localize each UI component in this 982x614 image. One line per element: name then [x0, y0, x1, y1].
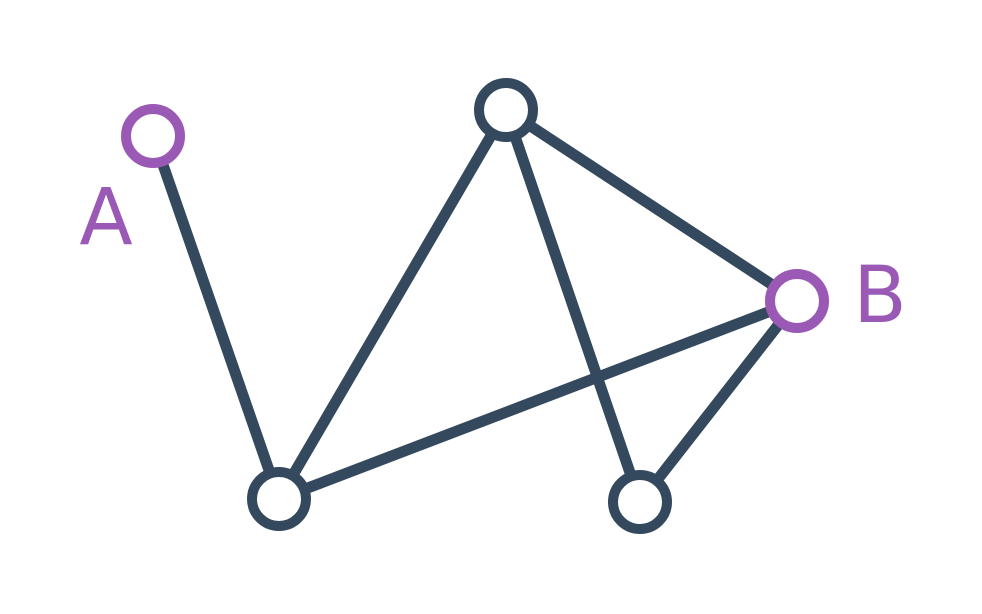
node-bottom-right [608, 470, 672, 534]
edge-B-bottom-right [634, 295, 803, 508]
edge-bottom-left-top [273, 104, 512, 505]
edge-top-B [500, 104, 803, 307]
edge-A-bottom-left [147, 130, 285, 505]
node-bottom-left [247, 467, 311, 531]
node-label-b: B [853, 251, 907, 341]
node-label-a: A [79, 173, 132, 263]
labels-layer: AB [79, 173, 906, 341]
nodes-layer [121, 78, 829, 534]
node-a [121, 104, 185, 168]
edges-layer [147, 104, 803, 508]
node-b [765, 269, 829, 333]
edge-top-bottom-right [500, 104, 646, 508]
edge-bottom-left-B [273, 295, 803, 505]
node-top [474, 78, 538, 142]
